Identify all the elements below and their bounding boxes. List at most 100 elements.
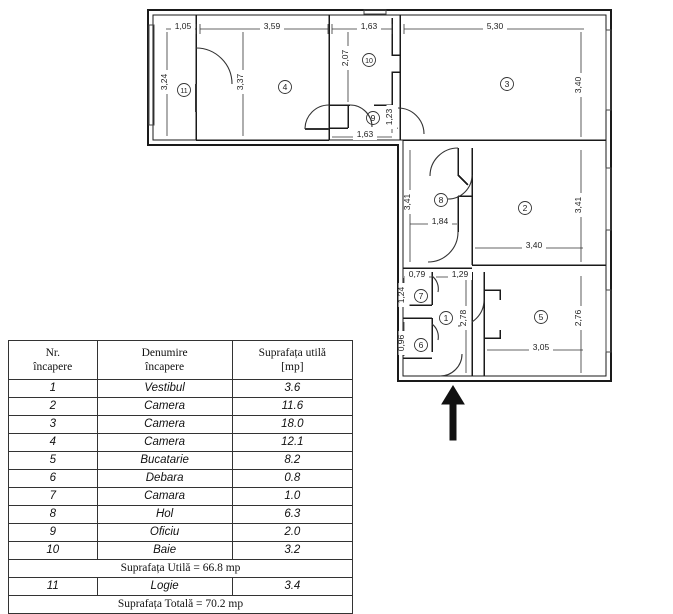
- wall-kitchen-jog-bottom: [484, 330, 501, 339]
- table-row-total: Suprafața Totală = 70.2 mp: [8, 595, 353, 614]
- door-entry-arc: [439, 353, 463, 377]
- dimension-label-backdrop: [398, 283, 410, 307]
- dimension-label-backdrop: [460, 306, 472, 330]
- cell-room-area: 1.0: [231, 487, 354, 506]
- door-logie-arc: [195, 47, 233, 85]
- room-marker-label: 7: [419, 291, 424, 301]
- dimension-label-backdrop: [529, 342, 553, 353]
- header-name: Denumire încapere: [96, 340, 233, 380]
- room-marker-5: 5: [534, 310, 548, 324]
- dimension-label-backdrop: [342, 46, 354, 70]
- room-marker-4: 4: [278, 80, 292, 94]
- door-camara-arc: [431, 275, 439, 293]
- room-marker-8: 8: [434, 193, 448, 207]
- door-hol-top-arc: [429, 147, 459, 177]
- dimension-label: 1,29: [452, 269, 469, 279]
- dimension-label-backdrop: [353, 129, 377, 140]
- room-marker-1: 1: [439, 311, 453, 325]
- room-marker-circle: [534, 310, 548, 324]
- dimension-label-backdrop: [404, 190, 416, 214]
- room-marker-circle: [278, 80, 292, 94]
- room-marker-circle: [414, 289, 428, 303]
- cell-room-number: 6: [8, 469, 98, 488]
- room-schedule-table: Nr. încapere Denumire încapere Suprafața…: [8, 340, 354, 614]
- wall-bath-right: [391, 18, 401, 105]
- wall-hol-right-mid: [457, 174, 469, 186]
- cell-room-area: 11.6: [231, 397, 354, 416]
- dimension-label: 1,24: [396, 286, 406, 303]
- dimension-label: 3,41: [573, 196, 583, 213]
- cell-room-name: Oficiu: [96, 523, 233, 542]
- room-marker-2: 2: [518, 201, 532, 215]
- room-marker-circle: [439, 311, 453, 325]
- cell-room-number: 2: [8, 397, 98, 416]
- room-marker-10: 10: [362, 53, 376, 67]
- cell-room-area: 12.1: [231, 433, 354, 452]
- dimension-label: 3,37: [235, 73, 245, 90]
- dimension-label: 0,79: [409, 269, 426, 279]
- cell-room-name: Bucatarie: [96, 451, 233, 470]
- room-marker-circle: [518, 201, 532, 215]
- room-marker-6: 6: [414, 338, 428, 352]
- room-marker-label: 10: [365, 58, 373, 65]
- room-marker-label: 1: [444, 313, 449, 323]
- dimension-label-backdrop: [575, 306, 587, 330]
- room-marker-circle: [366, 111, 380, 125]
- dimension-label-backdrop: [171, 21, 195, 32]
- room-marker-11: 11: [177, 83, 191, 97]
- room-marker-label: 5: [539, 312, 544, 322]
- header-area-line1: Suprafața utilă: [258, 347, 327, 359]
- room-marker-circle: [177, 83, 191, 97]
- header-area-line2: [mp]: [281, 361, 304, 373]
- cell-subtotal-useful: Suprafața Utilă = 66.8 mp: [8, 559, 353, 578]
- cell-room-name: Camera: [96, 415, 233, 434]
- header-area: Suprafața utilă [mp]: [231, 340, 354, 380]
- cell-room-area: 2.0: [231, 523, 354, 542]
- window-room3-right: [605, 29, 612, 111]
- room-marker-9: 9: [366, 111, 380, 125]
- cell-room-name: Camera: [96, 397, 233, 416]
- door-debara-arc: [431, 323, 439, 341]
- header-name-line2: încapere: [145, 361, 185, 373]
- window-kitchen-right: [605, 289, 612, 353]
- room-marker-label: 11: [180, 88, 187, 95]
- window-room2-right: [605, 167, 612, 231]
- cell-room-name: Camera: [96, 433, 233, 452]
- window-top-entry: [363, 9, 387, 15]
- wall-kitchen-jog-top: [484, 289, 501, 300]
- cell-room-area: 6.3: [231, 505, 354, 524]
- room-marker-label: 9: [371, 113, 376, 123]
- cell-room-name: Debara: [96, 469, 233, 488]
- dimension-label: 2,78: [458, 309, 468, 326]
- room-marker-label: 4: [283, 82, 288, 92]
- dimension-label: 3,59: [264, 21, 281, 31]
- dimension-label-backdrop: [522, 240, 546, 251]
- header-name-line1: Denumire: [141, 347, 188, 359]
- dimension-label-backdrop: [161, 70, 173, 94]
- header-number-line2: încapere: [33, 361, 73, 373]
- dimension-label-backdrop: [405, 269, 429, 280]
- header-number-line1: Nr.: [45, 347, 60, 359]
- dimension-label: 2,07: [340, 49, 350, 66]
- door-bath-arc: [349, 104, 373, 128]
- cell-room-number: 3: [8, 415, 98, 434]
- room-marker-label: 8: [439, 195, 444, 205]
- cell-room-number: 8: [8, 505, 98, 524]
- door-room2-arc: [447, 174, 473, 200]
- dimension-label: 5,30: [487, 21, 504, 31]
- dimension-label: 1,05: [175, 21, 192, 31]
- cell-room-area: 3.4: [231, 577, 354, 596]
- outer-wall-inner-offset: [152, 14, 607, 377]
- cell-room-number: 9: [8, 523, 98, 542]
- cell-room-name: Camara: [96, 487, 233, 506]
- cell-room-area: 3.6: [231, 379, 354, 398]
